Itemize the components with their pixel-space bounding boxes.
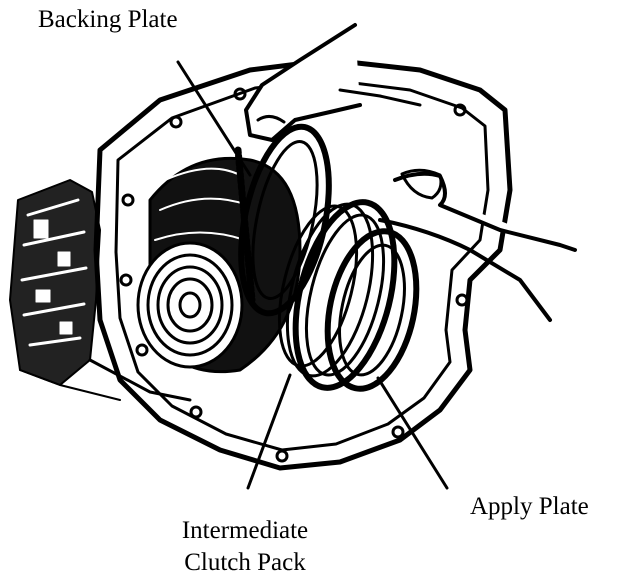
label-backing-plate: Backing Plate (38, 5, 178, 35)
apply-plate-ring (314, 223, 429, 397)
leader-apply-plate (378, 378, 447, 488)
label-apply-plate: Apply Plate (470, 492, 589, 522)
label-intermediate: Intermediate (150, 516, 340, 546)
leader-intermediate-clutch-pack (248, 375, 290, 488)
upper-hand (246, 25, 420, 140)
leader-backing-plate (178, 62, 250, 175)
clutch-drum (138, 158, 300, 371)
label-clutch-pack: Clutch Pack (150, 548, 340, 578)
